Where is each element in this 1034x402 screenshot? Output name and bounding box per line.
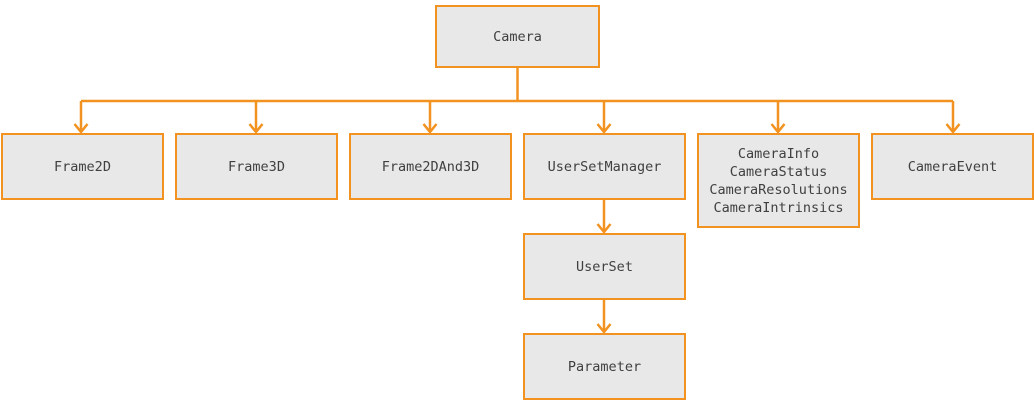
node-camera-label: Camera [493, 28, 542, 45]
node-frame2dand3d-label: Frame2DAnd3D [381, 158, 480, 175]
node-usersetmanager-label: UserSetManager [547, 158, 662, 175]
node-usersetmanager[interactable]: UserSetManager [523, 133, 686, 200]
node-parameter[interactable]: Parameter [523, 333, 686, 400]
arrowhead-camerainfo-group [770, 123, 786, 134]
arrowhead-frame2dand3d [422, 123, 438, 134]
node-userset[interactable]: UserSet [523, 233, 686, 300]
arrowhead-cameraevent [945, 123, 961, 134]
node-parameter-label: Parameter [567, 358, 642, 375]
node-frame3d-label: Frame3D [228, 158, 285, 175]
node-camerainfo-group[interactable]: CameraInfo CameraStatus CameraResolution… [697, 133, 860, 228]
node-frame2d[interactable]: Frame2D [1, 133, 164, 200]
arrowhead-userset [596, 223, 612, 234]
arrowhead-frame3d [248, 123, 264, 134]
node-camerainfo-group-label: CameraInfo CameraStatus CameraResolution… [709, 145, 848, 216]
arrowhead-parameter [596, 323, 612, 334]
node-frame2dand3d[interactable]: Frame2DAnd3D [349, 133, 512, 200]
node-userset-label: UserSet [576, 258, 633, 275]
node-frame3d[interactable]: Frame3D [175, 133, 338, 200]
arrowhead-frame2d [73, 123, 89, 134]
node-cameraevent[interactable]: CameraEvent [871, 133, 1034, 200]
node-cameraevent-label: CameraEvent [907, 158, 998, 175]
node-camera[interactable]: Camera [435, 5, 600, 68]
node-frame2d-label: Frame2D [54, 158, 111, 175]
arrowhead-usersetmanager [596, 123, 612, 134]
